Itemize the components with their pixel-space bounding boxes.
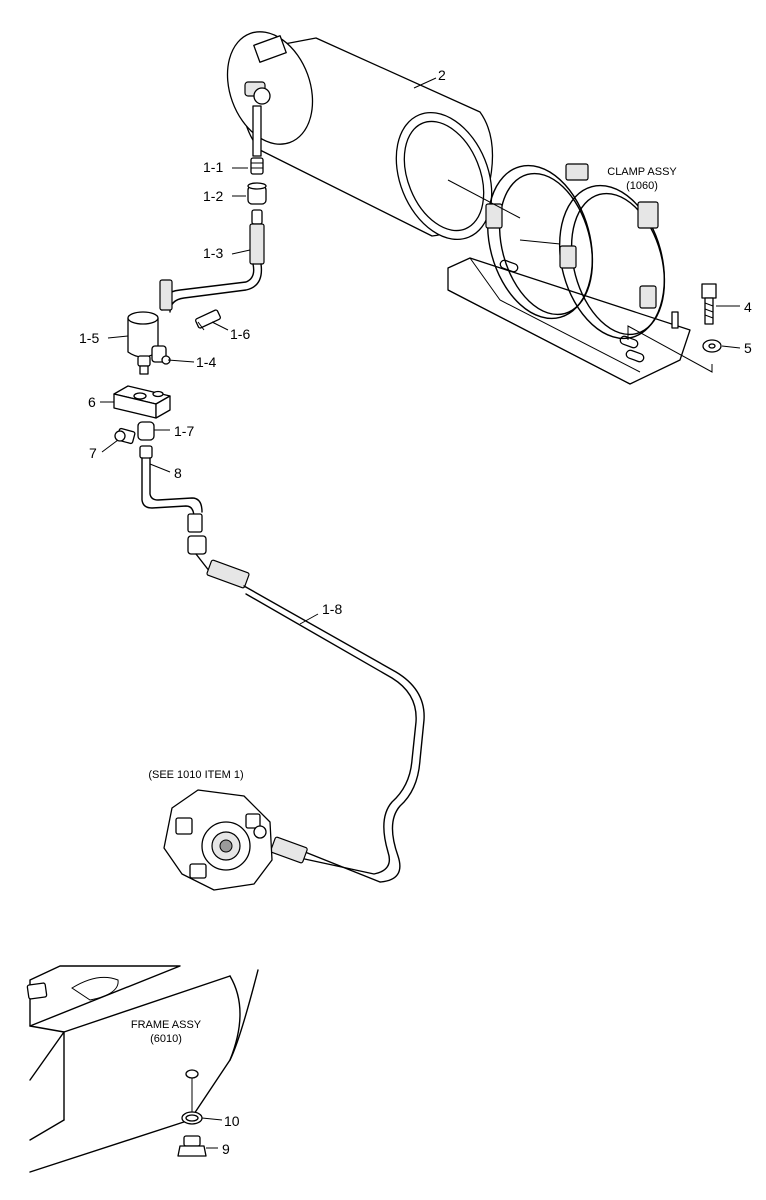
leader-lines [100, 77, 741, 1149]
bracket-6 [113, 385, 171, 419]
callout-10: 10 [224, 1113, 240, 1129]
callout-8: 8 [174, 465, 182, 481]
see-1010-note: (SEE 1010 ITEM 1) [148, 769, 243, 781]
fitting-1-7 [137, 421, 155, 441]
clamp-assy-code: (1060) [626, 180, 658, 192]
o-ring-10 [181, 1111, 203, 1125]
callout-1-6: 1-6 [230, 326, 250, 342]
frame-assy-note: FRAME ASSY [131, 1019, 202, 1031]
callout-4: 4 [744, 299, 752, 315]
callout-1-5: 1-5 [79, 330, 99, 346]
callout-7: 7 [89, 445, 97, 461]
callout-9: 9 [222, 1141, 230, 1157]
callout-1-2: 1-2 [203, 188, 223, 204]
bolt-7 [114, 427, 136, 445]
clamp-assy-note: CLAMP ASSY [607, 166, 677, 178]
hose-1-8 [187, 535, 425, 883]
callout-2: 2 [438, 67, 446, 83]
callout-6: 6 [88, 394, 96, 410]
callout-1-4: 1-4 [196, 354, 216, 370]
bolt [701, 283, 717, 325]
callout-1-7: 1-7 [174, 423, 194, 439]
washer [702, 339, 722, 353]
callout-1-8: 1-8 [322, 601, 342, 617]
pipe-8 [139, 445, 203, 533]
hose-1-3 [159, 209, 265, 313]
frame-assy-code: (6010) [150, 1033, 182, 1045]
callout-1-1: 1-1 [203, 159, 223, 175]
vaporizer-regulator [163, 789, 273, 891]
washer-leader [627, 325, 713, 373]
fitting-1-4 [151, 345, 171, 365]
lpg-tank [226, 31, 494, 241]
callout-5: 5 [744, 340, 752, 356]
fitting-1-6 [195, 309, 221, 331]
fitting-1-2 [247, 182, 267, 205]
solenoid-valve-1-5 [127, 311, 159, 375]
fitting-1-1 [250, 157, 264, 175]
clamp-assembly [447, 163, 691, 385]
callout-1-3: 1-3 [203, 245, 223, 261]
drain-plug-9 [177, 1135, 207, 1157]
frame-assembly [26, 965, 259, 1173]
